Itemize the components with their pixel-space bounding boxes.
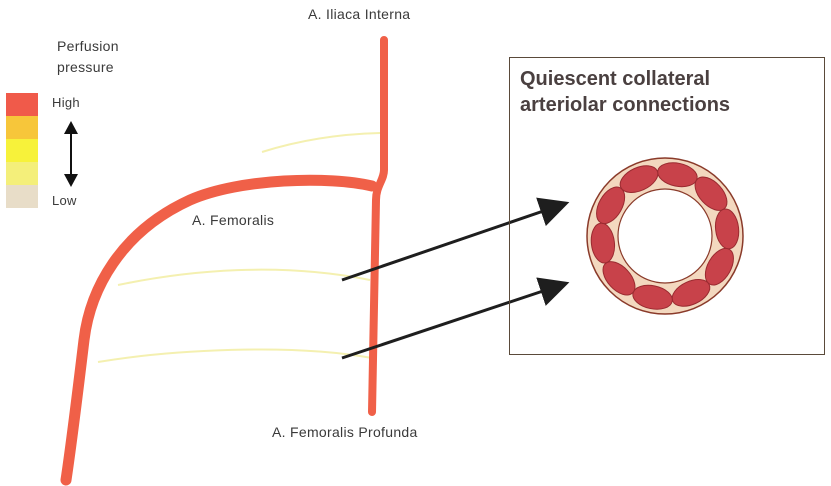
smooth-muscle-cell	[704, 247, 734, 286]
smooth-muscle-cell	[657, 162, 698, 188]
smooth-muscle-cell	[596, 186, 626, 225]
smooth-muscle-cell	[632, 284, 673, 310]
pressure-double-arrow-icon	[64, 121, 78, 187]
arteriole-cross-section	[586, 157, 744, 315]
pointer-arrow-lower	[341, 277, 570, 360]
smooth-muscle-cell	[619, 165, 659, 193]
collateral-vessel-lower	[97, 348, 373, 363]
inset-title: Quiescent collateral arteriolar connecti…	[520, 68, 731, 116]
legend-label-high: High	[52, 95, 80, 110]
legend-swatch-2	[6, 116, 38, 139]
artery-iliaca-profunda	[368, 36, 388, 416]
legend-title-line1: Perfusion	[57, 38, 119, 54]
smooth-muscle-cell	[590, 222, 616, 264]
legend-swatch-3	[6, 139, 38, 162]
inset-box: Quiescent collateral arteriolar connecti…	[509, 57, 825, 355]
perfusion-legend	[6, 93, 38, 208]
smooth-muscle-cell	[671, 279, 711, 307]
smooth-muscle-cell	[694, 176, 728, 211]
pointer-arrow-upper	[341, 197, 570, 282]
legend-swatch-low	[6, 185, 38, 208]
smooth-muscle-cell	[714, 208, 740, 250]
label-femoralis: A. Femoralis	[192, 212, 275, 228]
artery-femoralis	[60, 174, 378, 486]
legend-swatch-high	[6, 93, 38, 116]
legend-title: Perfusion pressure	[57, 36, 119, 78]
legend-title-line2: pressure	[57, 59, 114, 75]
collateral-vessel-upper	[261, 132, 381, 153]
smooth-muscle-cell	[602, 261, 636, 296]
legend-label-low: Low	[52, 193, 77, 208]
label-femoralis-profunda: A. Femoralis Profunda	[272, 424, 418, 440]
legend-swatch-4	[6, 162, 38, 185]
collateral-vessel-middle	[117, 268, 371, 286]
label-iliaca-interna: A. Iliaca Interna	[308, 6, 411, 22]
